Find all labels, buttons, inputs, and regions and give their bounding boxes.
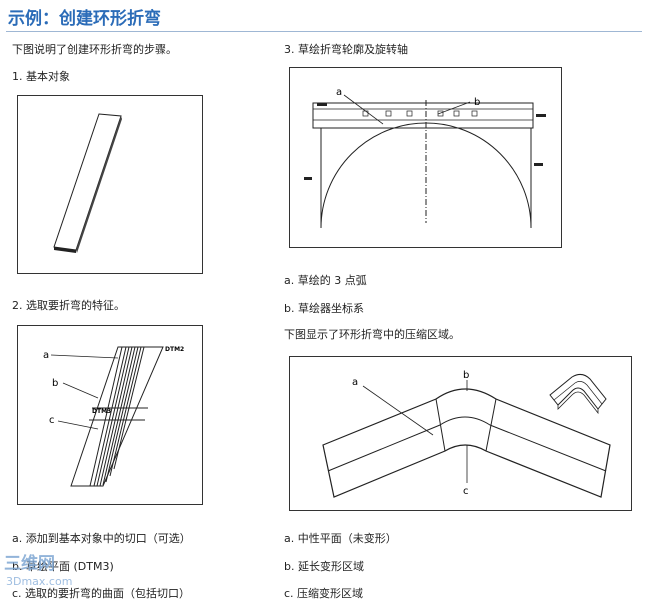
intro-text: 下图说明了创建环形折弯的步骤。 [12, 43, 177, 56]
step3-heading: 3. 草绘折弯轮廓及旋转轴 [284, 43, 408, 56]
fig3-label-a: a [336, 87, 342, 98]
left-note-a: a. 添加到基本对象中的切口（可选） [12, 532, 191, 545]
figure-compression-region: a b c [289, 356, 632, 511]
step3-note-a: a. 草绘的 3 点弧 [284, 274, 367, 287]
compression-drawing: a b c [322, 370, 611, 498]
right-note-b: b. 延长变形区域 [284, 560, 364, 573]
ring-bend-thumbnail [549, 373, 607, 415]
title-divider [6, 31, 642, 32]
fig2-label-c: c [49, 415, 55, 426]
left-note-c: c. 选取的要折弯的曲面（包括切口） [12, 587, 191, 600]
fig4-label-a: a [352, 377, 358, 388]
watermark-logo: 三维网 [4, 554, 55, 574]
step3-note-b: b. 草绘器坐标系 [284, 302, 364, 315]
right-note-c: c. 压缩变形区域 [284, 587, 364, 600]
right-note-a: a. 中性平面（未变形） [284, 532, 397, 545]
feature-drawing: a b c DTM2 DTM3 [43, 346, 184, 487]
fig2-datum-label: DTM2 [165, 346, 184, 353]
watermark-url: 3Dmax.com [6, 575, 73, 588]
fig2-label-a: a [43, 350, 49, 361]
fig4-label-b: b [463, 370, 469, 381]
figure-sketch-profile: a b [289, 67, 562, 248]
figure-base-object [17, 95, 203, 274]
step2-heading: 2. 选取要折弯的特征。 [12, 299, 125, 312]
sketch-drawing: a b [304, 87, 546, 229]
figure-select-feature: a b c DTM2 DTM3 [17, 325, 203, 505]
left-note-b: b. 草绘平面 (DTM3) [12, 560, 114, 573]
step1-heading: 1. 基本对象 [12, 70, 70, 83]
fig3-label-b: b [474, 97, 480, 108]
fig4-label-c: c [463, 486, 469, 497]
fig2-label-b: b [52, 378, 58, 389]
base-plate-drawing [53, 113, 122, 253]
fig2-datum3-label: DTM3 [92, 408, 111, 415]
compress-intro: 下图显示了环形折弯中的压缩区域。 [284, 328, 460, 341]
page-title: 示例：创建环形折弯 [8, 9, 161, 29]
